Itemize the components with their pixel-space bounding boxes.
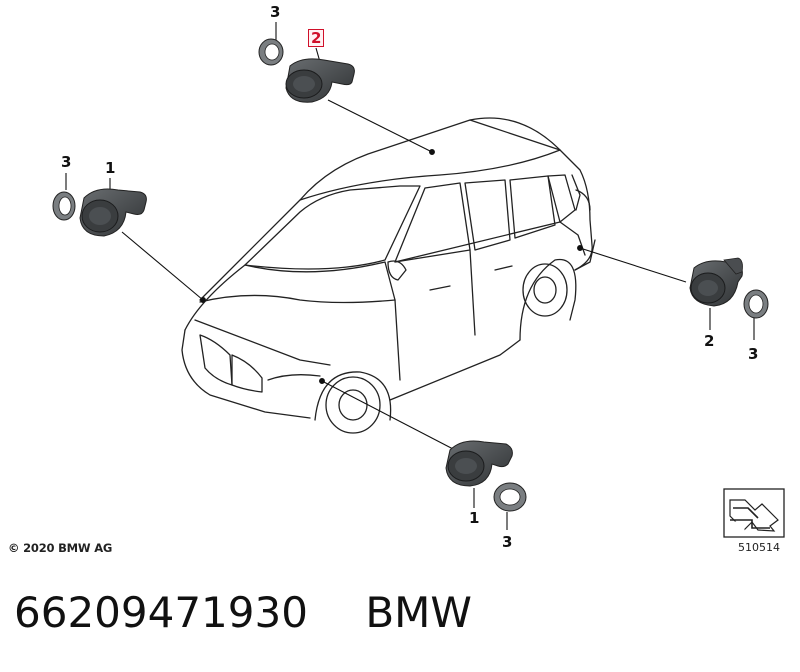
callout-front-left-ring: 3 — [61, 153, 72, 171]
rear-top-sensor-icon — [285, 58, 355, 103]
diagram-drawing — [52, 22, 785, 538]
car-outline — [181, 117, 596, 434]
callout-rear-right-sensor: 2 — [704, 332, 715, 350]
diagram-number: 510514 — [738, 541, 780, 554]
copyright-notice: © 2020 BMW AG — [8, 541, 113, 555]
callout-rear-right-ring: 3 — [748, 345, 759, 363]
callout-front-bottom-sensor: 1 — [469, 509, 480, 527]
rear-right-sensor-icon — [689, 257, 743, 307]
rear-top-ring-icon — [258, 38, 284, 66]
front-bottom-ring-icon — [493, 482, 527, 512]
part-caption: 66209471930 BMW — [14, 588, 472, 637]
part-number: 66209471930 — [14, 588, 308, 637]
callout-front-bottom-ring: 3 — [502, 533, 513, 551]
callout-rear-top-sensor[interactable]: 2 — [308, 29, 325, 47]
brand-name: BMW — [365, 588, 472, 637]
front-left-ring-icon — [52, 191, 76, 221]
front-left-sensor-icon — [79, 188, 147, 237]
front-bottom-sensor-icon — [445, 440, 513, 487]
leader-lines — [65, 22, 755, 530]
rear-right-ring-icon — [743, 289, 769, 319]
callout-rear-top-ring: 3 — [270, 3, 281, 21]
diagram-symbol-icon — [723, 488, 785, 538]
callout-front-left-sensor: 1 — [105, 159, 116, 177]
